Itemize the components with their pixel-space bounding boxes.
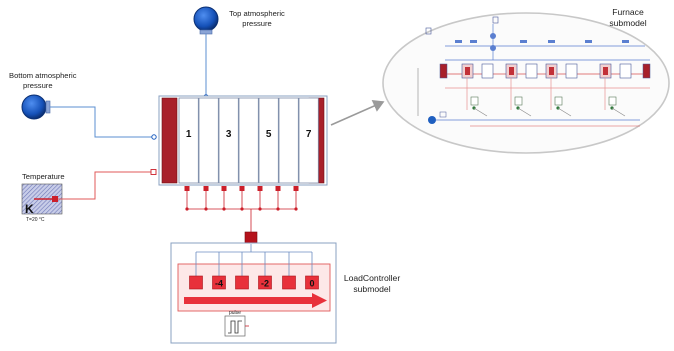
top-pressure-label: Top atmospheric pressure	[222, 9, 292, 29]
zoom-cell-core	[465, 67, 470, 75]
bottom-pressure-source[interactable]	[21, 94, 51, 120]
zoom-wire	[517, 107, 532, 117]
furnace-submodel-label-line1: Furnace	[612, 7, 644, 17]
zoom-component	[492, 16, 499, 24]
controller-step-value: -2	[261, 279, 269, 289]
furnace-signal-port[interactable]	[203, 186, 209, 191]
top-pressure-label-line2: pressure	[242, 19, 272, 28]
signal-bus	[184, 186, 299, 245]
loadcontroller-bus-port[interactable]	[244, 231, 258, 245]
zoom-component	[470, 96, 479, 106]
controller-step[interactable]	[189, 275, 203, 290]
zoom-wire	[473, 107, 488, 117]
furnace-cells: 1 3 5 7	[178, 97, 319, 184]
loadcontroller-internals: -4 -2 0	[177, 244, 331, 312]
controller-direction-arrow	[184, 293, 327, 308]
furnace-cell	[278, 97, 299, 184]
furnace-signal-port[interactable]	[221, 186, 227, 191]
zoom-component	[608, 96, 617, 106]
controller-step-value: 0	[309, 279, 314, 289]
furnace-cell	[178, 97, 199, 184]
temperature-port[interactable]	[150, 169, 157, 175]
pulse-block[interactable]	[224, 315, 249, 337]
zoom-component	[470, 40, 477, 43]
zoom-wire	[557, 107, 572, 117]
zoom-cell-core	[603, 67, 608, 75]
zoom-cell-core	[549, 67, 554, 75]
controller-step[interactable]	[282, 275, 296, 290]
zoom-wall	[439, 63, 448, 79]
zoom-component	[520, 40, 527, 43]
pulse-label: pulse	[229, 310, 241, 316]
zoom-wire	[611, 107, 626, 117]
furnace-submodel-label-line2: submodel	[609, 18, 647, 28]
furnace-signal-port[interactable]	[257, 186, 263, 191]
furnace-cell-label: 1	[186, 129, 192, 140]
zoom-cell-core	[509, 67, 514, 75]
top-pressure-source[interactable]	[193, 6, 219, 35]
furnace-cell-label: 5	[266, 129, 272, 140]
furnace-submodel-label: Furnace submodel	[600, 7, 656, 29]
furnace-cell-label: 3	[226, 129, 232, 140]
furnace-cell	[198, 97, 219, 184]
top-pressure-label-line1: Top atmospheric	[229, 9, 285, 18]
bottom-pressure-connection	[50, 106, 152, 138]
furnace-zoom-ellipse	[382, 12, 670, 154]
zoom-cell	[619, 63, 632, 79]
zoom-component	[439, 111, 447, 118]
zoom-component	[425, 27, 432, 35]
zoom-cell	[525, 63, 538, 79]
zoom-component	[554, 96, 563, 106]
furnace-cell	[218, 97, 239, 184]
bottom-pressure-label-line1: Bottom atmospheric	[9, 71, 77, 80]
temperature-value: T=20 °C	[26, 217, 45, 223]
zoom-component	[455, 40, 462, 43]
bottom-pressure-port[interactable]	[151, 134, 157, 140]
loadcontroller-submodel-label: LoadController submodel	[332, 273, 412, 295]
temperature-connection	[58, 171, 152, 200]
zoom-component	[514, 96, 523, 106]
zoom-pressure-node	[428, 116, 436, 124]
furnace-signal-port[interactable]	[293, 186, 299, 191]
temperature-symbol: K	[25, 202, 34, 216]
zoom-component	[548, 40, 555, 43]
furnace-cell	[298, 97, 319, 184]
furnace-submodel-detail	[417, 16, 651, 127]
temperature-label: Temperature	[22, 172, 65, 181]
zoom-cell	[565, 63, 578, 79]
controller-step[interactable]	[212, 275, 226, 290]
temperature-source[interactable]	[21, 183, 63, 215]
controller-step-value: -4	[215, 279, 223, 289]
furnace-signal-port[interactable]	[239, 186, 245, 191]
controller-step[interactable]	[235, 275, 249, 290]
zoom-component	[622, 40, 629, 43]
furnace-cell	[258, 97, 279, 184]
furnace-cell-label: 7	[306, 129, 312, 140]
furnace-signal-port[interactable]	[184, 186, 190, 191]
loadcontroller-label-line1: LoadController	[343, 273, 401, 283]
furnace-signal-port[interactable]	[275, 186, 281, 191]
zoom-cell	[481, 63, 494, 79]
bottom-pressure-label: Bottom atmospheric pressure	[9, 71, 77, 91]
controller-step[interactable]	[305, 275, 319, 290]
zoom-component	[585, 40, 592, 43]
bottom-pressure-label-line2: pressure	[23, 81, 53, 90]
zoom-arrow	[330, 100, 385, 126]
controller-step[interactable]	[258, 275, 272, 290]
loadcontroller-label-line2: submodel	[353, 284, 391, 294]
furnace-cell	[238, 97, 259, 184]
zoom-wall	[642, 63, 651, 79]
